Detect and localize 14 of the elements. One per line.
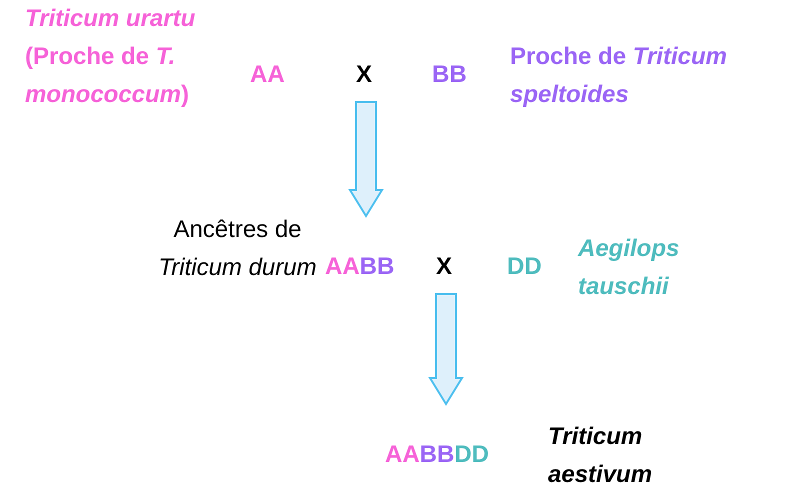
genome-label: AABBDD (385, 440, 490, 470)
species-name: Aegilops tauschii (578, 234, 680, 302)
block-arrow (428, 293, 464, 406)
block-arrow (348, 101, 384, 218)
genome-label: BB (432, 60, 467, 90)
species-name: Triticum aestivum (548, 422, 654, 489)
cross-symbol: X (356, 60, 372, 90)
species-name: Proche de Triticum speltoides (510, 42, 728, 110)
genome-label: AABB (325, 252, 394, 282)
cross-symbol: X (436, 252, 452, 282)
genome-label: AA (250, 60, 285, 90)
species-name: Triticum urartu (Proche de T. monococcum) (25, 4, 196, 110)
genome-label: DD (507, 252, 542, 282)
species-name: Ancêtres de Triticum durum (157, 215, 318, 283)
